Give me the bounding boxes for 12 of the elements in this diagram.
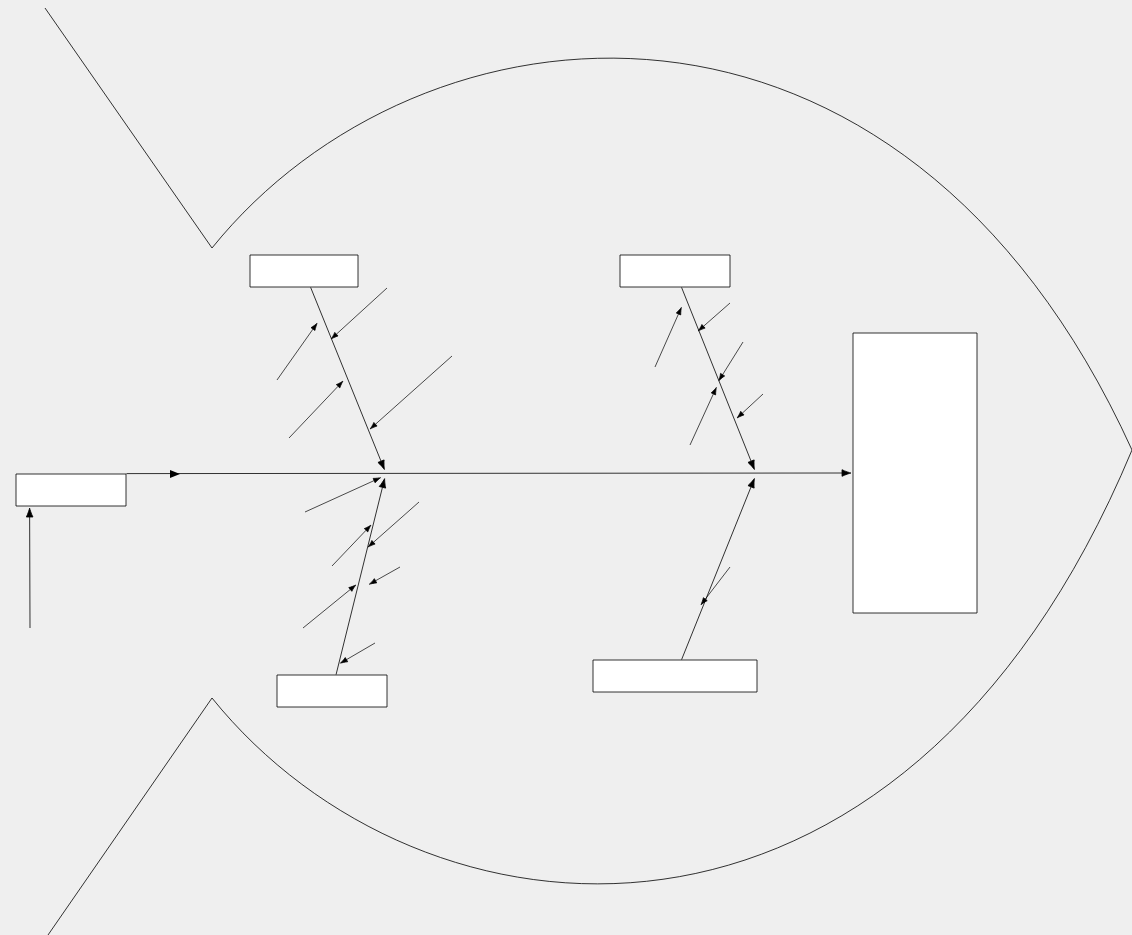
arrow [126, 469, 852, 478]
arrow [681, 287, 755, 470]
cause-box [592, 659, 758, 693]
cause-box [15, 473, 127, 507]
cause-box [249, 254, 359, 288]
cause-box [276, 674, 388, 708]
arrow [681, 478, 755, 660]
arrow [310, 287, 385, 470]
cause-box [619, 254, 731, 288]
arrow [25, 507, 34, 629]
cause-box [852, 332, 978, 614]
arrow [335, 478, 387, 675]
